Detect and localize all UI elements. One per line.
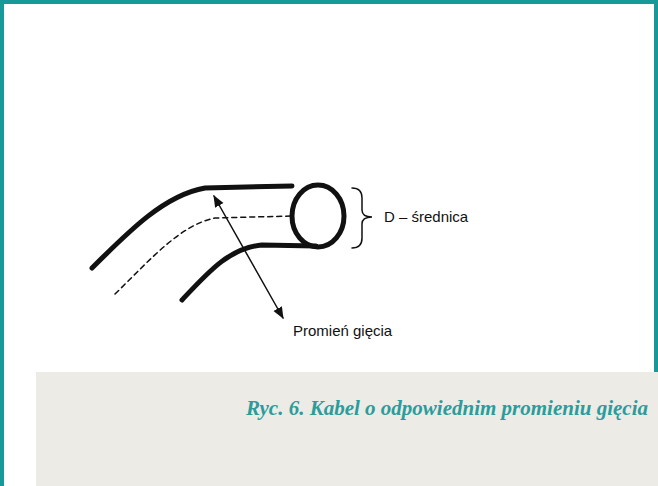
cable-end [292, 185, 344, 247]
radius-arrow [214, 196, 283, 318]
diameter-bracket [352, 188, 372, 248]
caption-band [36, 372, 658, 486]
figure-caption: Ryc. 6. Kabel o odpowiednim promieniu gi… [246, 396, 648, 421]
cable-axis [115, 216, 292, 294]
dimension-label: D – średnica [384, 208, 468, 226]
cable-outline-bottom [182, 245, 316, 300]
radius-label: Promień gięcia [293, 322, 392, 340]
